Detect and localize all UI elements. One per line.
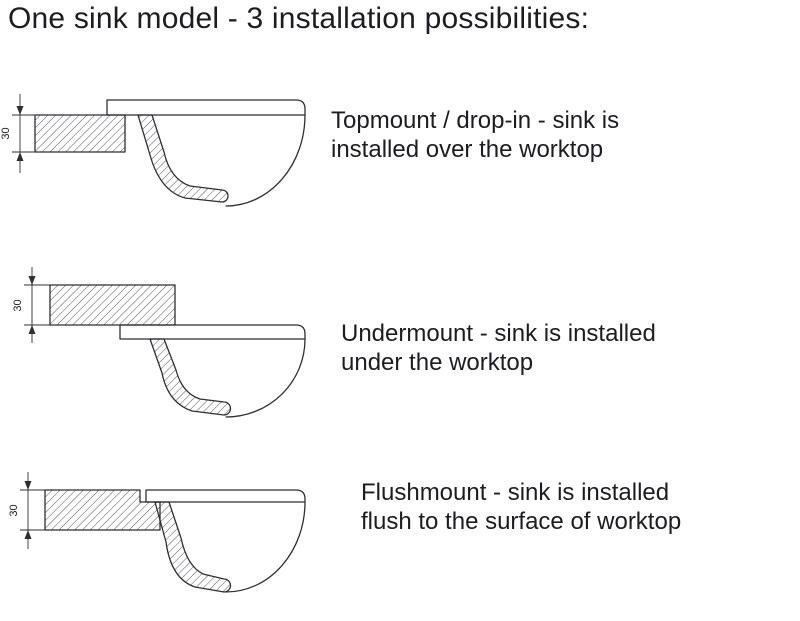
flushmount-caption: Flushmount - sink is installed flush to … bbox=[361, 478, 681, 536]
arrow-up-icon bbox=[24, 530, 32, 539]
arrow-up-icon bbox=[16, 152, 24, 161]
dimension-label: 30 bbox=[12, 299, 24, 311]
arrow-up-icon bbox=[28, 325, 36, 334]
dimension-label: 30 bbox=[0, 127, 12, 139]
sink-rim bbox=[106, 99, 306, 116]
caption-line: Flushmount - sink is installed bbox=[361, 479, 670, 506]
sink-bowl-curve bbox=[225, 501, 306, 593]
sink-profile bbox=[119, 324, 306, 418]
caption-line: Topmount / drop-in - sink is bbox=[331, 107, 620, 134]
worktop-section-with-rebate bbox=[44, 489, 161, 531]
topmount-caption: Topmount / drop-in - sink is installed o… bbox=[331, 106, 619, 164]
sink-wall-section bbox=[137, 114, 229, 203]
arrow-down-icon bbox=[28, 276, 36, 285]
caption-line: Undermount - sink is installed bbox=[341, 320, 656, 347]
worktop-section bbox=[49, 284, 176, 326]
arrow-down-icon bbox=[16, 106, 24, 115]
arrow-down-icon bbox=[24, 481, 32, 490]
sink-rim bbox=[145, 489, 306, 503]
dimension-30: 30 bbox=[0, 94, 35, 173]
worktop-section bbox=[34, 114, 126, 153]
sink-rim bbox=[119, 324, 306, 340]
sink-wall-section bbox=[154, 501, 232, 593]
sink-profile bbox=[106, 99, 306, 207]
topmount-section-diagram: 30 bbox=[0, 94, 306, 207]
undermount-section-diagram: 30 bbox=[12, 267, 306, 418]
caption-line: flush to the surface of worktop bbox=[361, 508, 682, 535]
dimension-30: 30 bbox=[12, 267, 50, 343]
sink-profile bbox=[145, 489, 306, 593]
caption-line: under the worktop bbox=[341, 349, 534, 376]
dimension-30: 30 bbox=[8, 472, 45, 549]
sink-bowl-curve bbox=[225, 338, 306, 418]
page-title: One sink model - 3 installation possibil… bbox=[8, 2, 590, 35]
flushmount-section-diagram: 30 bbox=[8, 472, 306, 593]
sink-bowl-curve bbox=[225, 114, 306, 207]
undermount-caption: Undermount - sink is installed under the… bbox=[341, 319, 656, 377]
sink-wall-section bbox=[149, 338, 232, 416]
dimension-label: 30 bbox=[8, 504, 20, 516]
caption-line: installed over the worktop bbox=[331, 136, 604, 163]
